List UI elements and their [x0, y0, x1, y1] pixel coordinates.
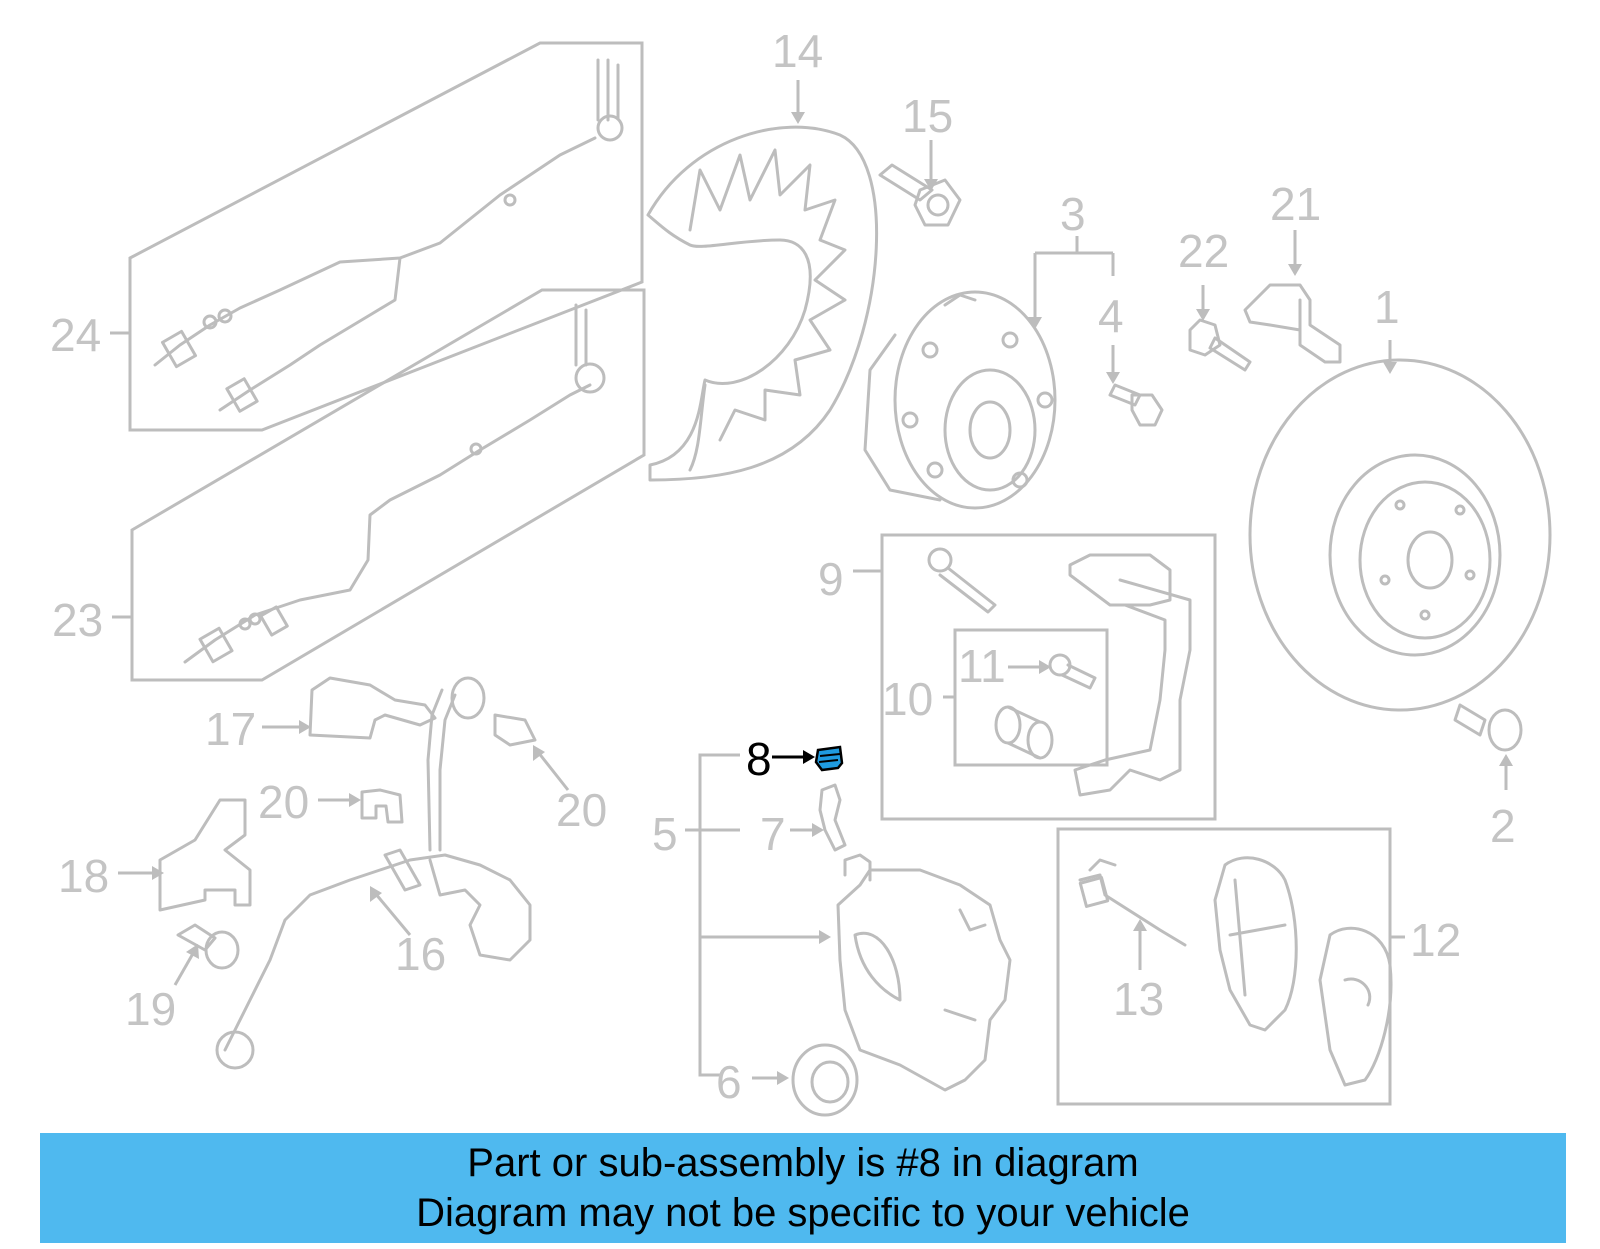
callout-18: 18	[58, 850, 109, 902]
brake-pad-set[interactable]	[1056, 827, 1393, 1106]
callout-20-left: 20	[258, 776, 309, 828]
rotor-screw[interactable]	[1453, 703, 1523, 752]
callout-7: 7	[760, 808, 786, 860]
callout-13: 13	[1113, 973, 1164, 1025]
wheel-hub-bearing[interactable]	[863, 290, 1057, 510]
bleeder-valve-7[interactable]	[818, 783, 847, 852]
caliper-bracket-group[interactable]	[880, 533, 1217, 821]
callout-20-right: 20	[556, 784, 607, 836]
shield-bolt[interactable]	[878, 163, 962, 227]
bleeder-cap-8[interactable]	[814, 745, 844, 772]
hose-bracket-17[interactable]	[308, 676, 437, 740]
callout-10: 10	[882, 673, 933, 725]
callout-numbers: 14 15 3 4 22 21 1 2 24 23 9 10 11 12 13 …	[50, 25, 1516, 1108]
brake-splash-shield[interactable]	[646, 125, 879, 482]
sensor-bracket[interactable]	[1243, 283, 1342, 364]
hub-bolt[interactable]	[1108, 383, 1164, 427]
callout-22: 22	[1178, 225, 1229, 277]
callout-12: 12	[1410, 914, 1461, 966]
brake-rotor[interactable]	[1248, 358, 1552, 712]
abs-sensor-harness-upper[interactable]	[128, 41, 644, 432]
leader-line-8	[772, 750, 815, 764]
callout-1: 1	[1374, 281, 1400, 333]
callout-23: 23	[52, 594, 103, 646]
banner-line-1: Part or sub-assembly is #8 in diagram	[467, 1141, 1139, 1185]
callout-9: 9	[818, 553, 844, 605]
callout-21: 21	[1270, 178, 1321, 230]
callout-16: 16	[395, 928, 446, 980]
callout-6: 6	[716, 1056, 742, 1108]
clip-20-right[interactable]	[493, 713, 537, 747]
clip-20-left[interactable]	[360, 788, 404, 824]
callout-14: 14	[772, 25, 823, 77]
callout-24: 24	[50, 309, 101, 361]
callout-2: 2	[1490, 800, 1516, 852]
brake-caliper[interactable]	[836, 853, 1012, 1092]
brake-hose[interactable]	[215, 676, 532, 1070]
callout-11: 11	[958, 640, 1006, 692]
caliper-piston-seal-6[interactable]	[791, 1043, 859, 1117]
hose-bracket-18[interactable]	[158, 798, 252, 912]
callout-8: 8	[746, 733, 772, 785]
callout-5: 5	[652, 808, 678, 860]
callout-15: 15	[902, 90, 953, 142]
callout-19: 19	[125, 983, 176, 1035]
pad-wear-sensor[interactable]	[1078, 858, 1187, 947]
leader-lines	[110, 80, 1513, 1085]
guide-pin-bolt[interactable]	[994, 653, 1097, 760]
callout-17: 17	[205, 703, 256, 755]
caliper-bracket-bolt[interactable]	[1188, 318, 1252, 372]
banner-line-2: Diagram may not be specific to your vehi…	[416, 1191, 1190, 1235]
part-info-banner: Part or sub-assembly is #8 in diagram Di…	[40, 1133, 1566, 1243]
callout-3: 3	[1060, 188, 1086, 240]
abs-sensor-harness-lower[interactable]	[130, 288, 646, 682]
bracket-bolt-19[interactable]	[176, 923, 240, 970]
callout-4: 4	[1098, 290, 1124, 342]
